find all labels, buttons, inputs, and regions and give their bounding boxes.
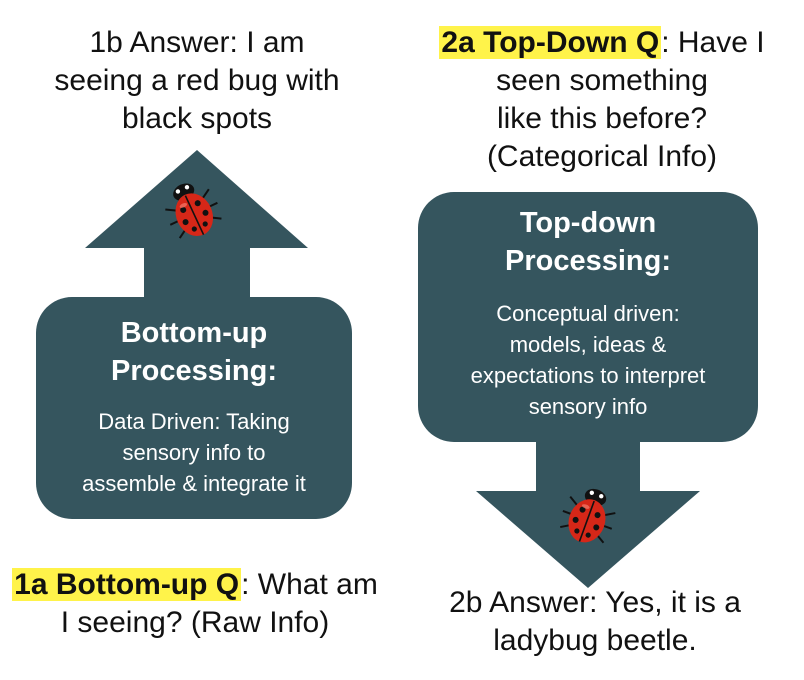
top-down-box [418,192,758,442]
bottom-up-question-label: 1a Bottom-up Q [12,568,242,601]
top-down-answer-line: ladybug beetle. [493,624,697,657]
bottom-up-question: 1a Bottom-up Q: What am I seeing? (Raw I… [0,566,390,642]
top-down-question-line: seen something [496,64,708,97]
top-down-question-label: 2a Top-Down Q [439,26,662,59]
bottom-up-title-line: Processing: [111,355,277,387]
bottom-up-body-line: sensory info to [122,440,266,465]
bottom-up-box [36,297,352,519]
top-down-body-line: models, ideas & [509,332,667,357]
bottom-up-answer-line: black spots [121,102,273,135]
bottom-up-answer-line: 1b Answer: I am [89,26,305,59]
top-down-body-line: Conceptual driven: [496,301,680,326]
ladybug-icon [165,183,222,239]
bottom-up-question-line: I seeing? (Raw Info) [60,606,330,639]
top-down-question: 2a Top-Down Q: Have I seen something lik… [420,24,784,176]
top-down-body-line: sensory info [528,394,648,419]
bottom-up-title-line: Bottom-up [120,317,268,349]
bottom-up-body-line: assemble & integrate it [82,471,306,496]
top-down-title-line: Processing: [505,245,671,277]
top-down-question-text: : Have I [661,26,765,59]
bottom-up-answer-line: seeing a red bug with [54,64,340,97]
bottom-up-box-text: Bottom-up Processing: Data Driven: Takin… [36,314,352,499]
bottom-up-title: Bottom-up Processing: [36,314,352,390]
top-down-question-line: (Categorical Info) [486,140,718,173]
top-down-question-line: like this before? [496,102,708,135]
bottom-up-answer: 1b Answer: I am seeing a red bug with bl… [20,24,374,138]
top-down-body: Conceptual driven: models, ideas & expec… [418,298,758,422]
top-down-title: Top-down Processing: [418,204,758,280]
bottom-up-question-line: 1a Bottom-up Q: What am [0,566,390,604]
bottom-up-body-line: Data Driven: Taking [98,409,290,434]
top-down-box-text: Top-down Processing: Conceptual driven: … [418,204,758,422]
ladybug-icon [560,488,616,544]
bottom-up-question-text: : What am [241,568,378,601]
top-down-question-line: 2a Top-Down Q: Have I [420,24,784,62]
top-down-answer-line: 2b Answer: Yes, it is a [449,586,741,619]
top-down-title-line: Top-down [519,207,657,239]
bottom-up-body: Data Driven: Taking sensory info to asse… [36,406,352,499]
top-down-answer: 2b Answer: Yes, it is a ladybug beetle. [430,584,760,660]
top-down-body-line: expectations to interpret [470,363,706,388]
